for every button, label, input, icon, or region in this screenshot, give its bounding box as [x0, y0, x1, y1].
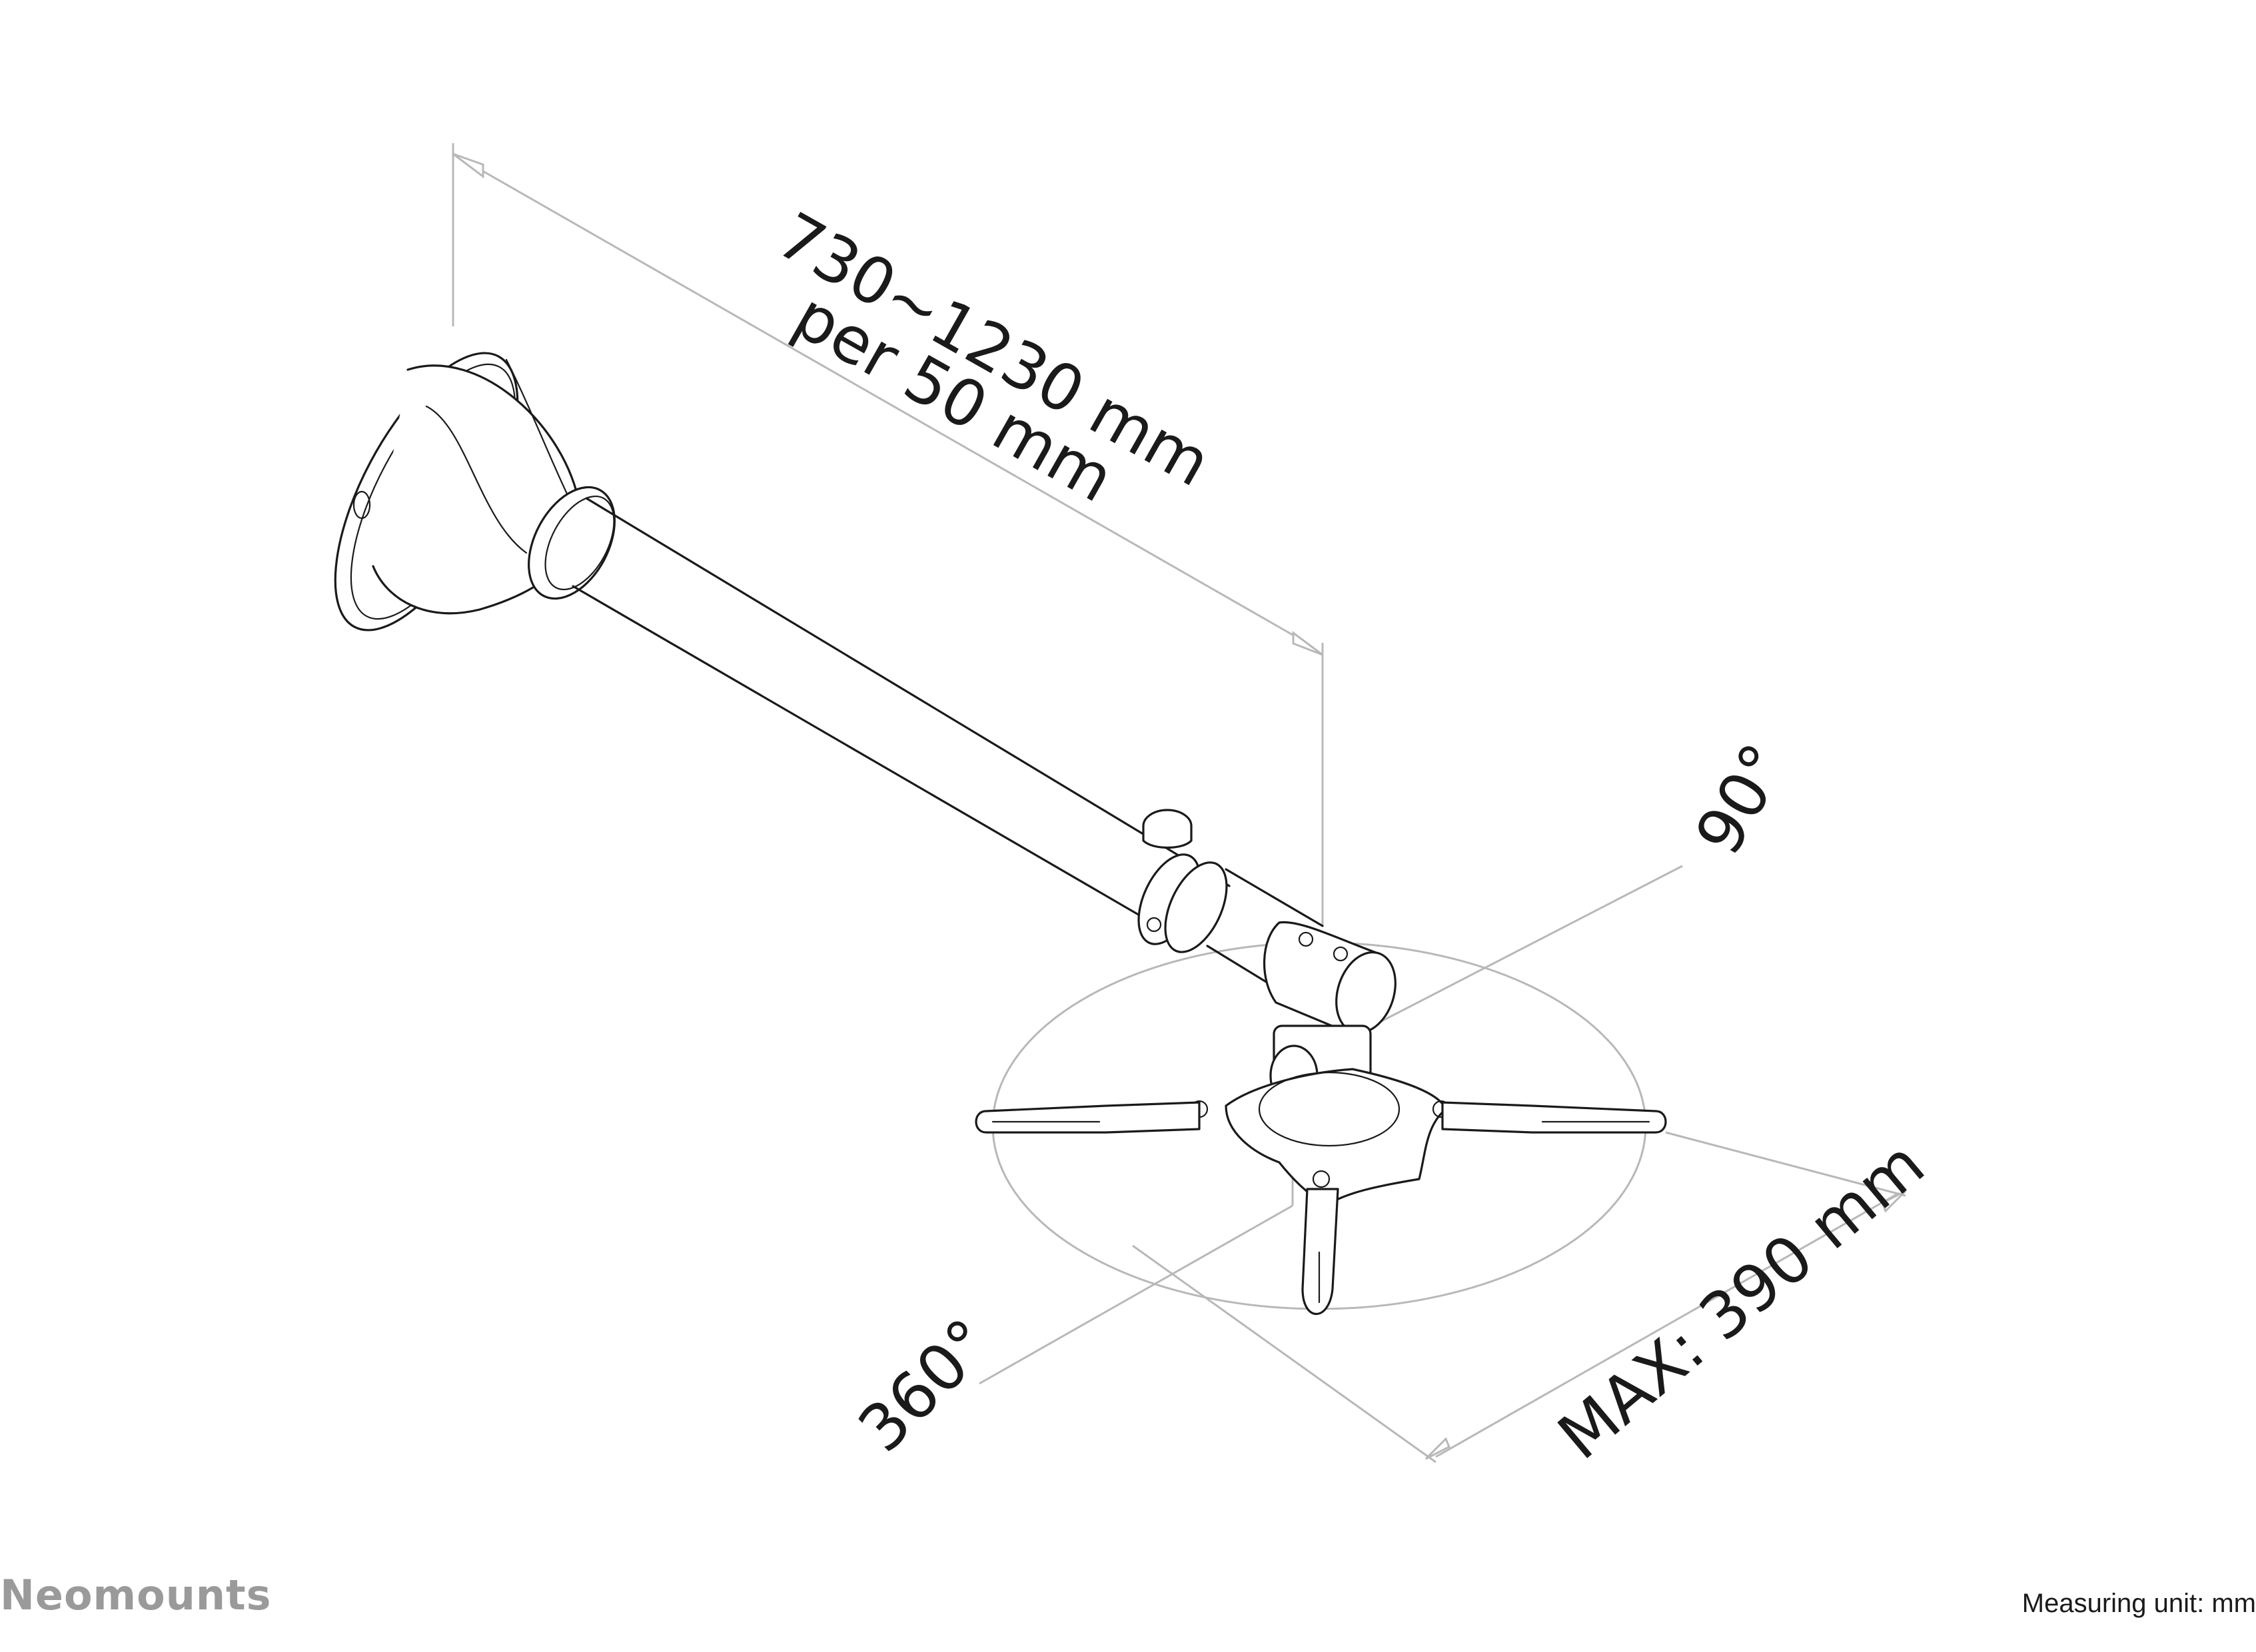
brand-logo: Neomounts	[0, 1571, 272, 1619]
tilt-guide-line	[1372, 865, 1683, 1027]
projector-bracket	[975, 1068, 1667, 1316]
telescopic-pole	[572, 497, 1231, 934]
height-clamp-knob	[1137, 809, 1324, 987]
rotation-guide-line	[979, 1204, 1293, 1385]
max-span-dimension	[1132, 1131, 1907, 1463]
rotation-angle-label: 360°	[844, 1305, 1006, 1467]
measuring-unit-note: Measuring unit: mm	[2021, 1589, 2256, 1618]
pole-length-dimension	[452, 143, 1324, 926]
tilt-angle-label: 90°	[1681, 731, 1802, 867]
ceiling-plate	[334, 352, 616, 631]
max-span-label: MAX: 390 mm	[1544, 1126, 1938, 1474]
